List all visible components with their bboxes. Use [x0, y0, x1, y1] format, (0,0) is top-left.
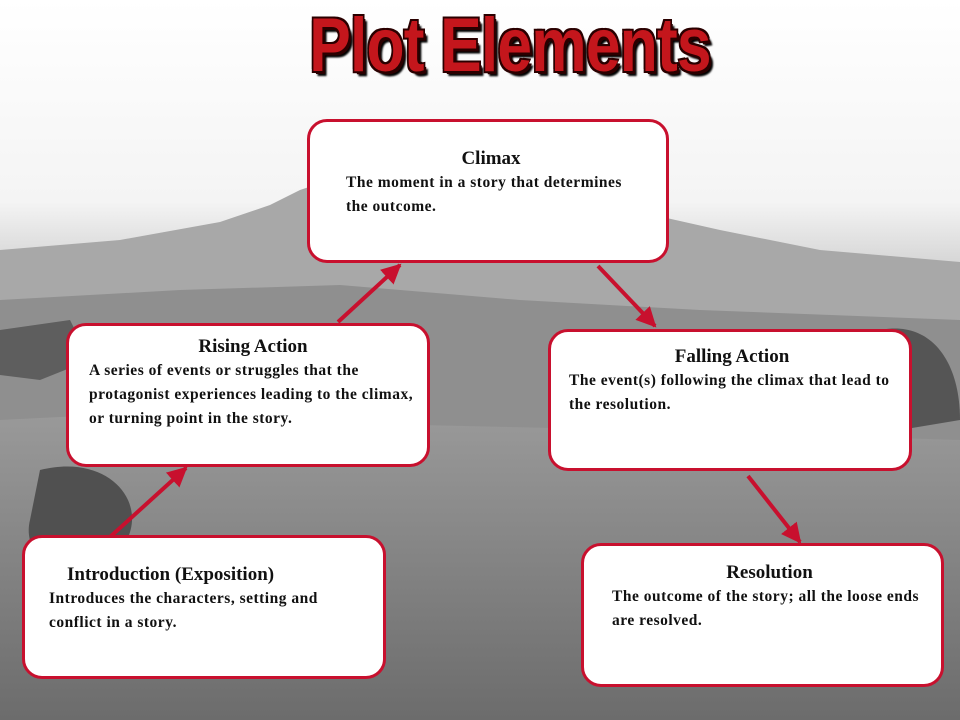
resolution-box: Resolution The outcome of the story; all…: [581, 543, 944, 687]
page-title: Plot Elements: [309, 3, 711, 88]
resolution-text: The outcome of the story; all the loose …: [612, 587, 919, 629]
falling-action-heading: Falling Action: [674, 346, 790, 367]
introduction-heading: Introduction (Exposition): [67, 564, 275, 585]
falling-action-box: Falling Action The event(s) following th…: [548, 329, 912, 471]
introduction-text: Introduces the characters, setting and c…: [49, 589, 318, 631]
introduction-box: Introduction (Exposition) Introduces the…: [22, 535, 386, 679]
climax-heading: Climax: [461, 148, 521, 169]
rising-action-heading: Rising Action: [198, 336, 308, 357]
falling-action-text: The event(s) following the climax that l…: [569, 371, 890, 413]
climax-text: The moment in a story that determines th…: [346, 173, 622, 215]
rising-action-box: Rising Action A series of events or stru…: [66, 323, 430, 467]
rising-action-text: A series of events or struggles that the…: [89, 361, 414, 427]
resolution-heading: Resolution: [726, 562, 813, 583]
climax-box: Climax The moment in a story that determ…: [307, 119, 669, 263]
